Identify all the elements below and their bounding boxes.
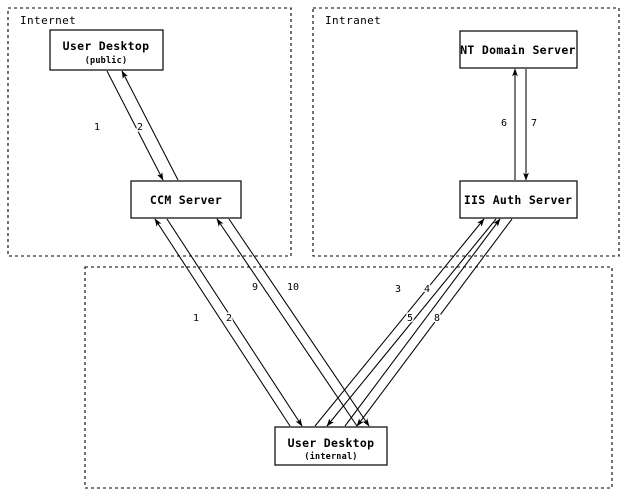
node-subtitle-user-desktop-public: (public)	[85, 55, 128, 66]
flow-label-flow-10: 10	[287, 282, 299, 293]
flow-label-flow-5: 5	[407, 313, 413, 324]
flow-label-halo-flow-5: 5	[407, 313, 413, 324]
node-nt-domain-server: NT Domain Server	[459, 30, 578, 69]
flow-label-halo-flow-10: 10	[287, 282, 299, 293]
flow-label-halo-flow-1-internal: 1	[193, 313, 199, 324]
flow-label-halo-flow-2-public: 2	[137, 122, 143, 133]
node-box-ccm-server	[130, 180, 242, 219]
flow-label-halo-flow-8: 8	[434, 313, 440, 324]
zone-label-intranet: Intranet	[325, 14, 381, 27]
flow-line-flow-2-public	[121, 70, 179, 181]
flow-line-flow-5	[344, 218, 501, 427]
node-title-ccm-server: CCM Server	[150, 193, 222, 207]
node-title-iis-auth-server: IIS Auth Server	[464, 193, 572, 207]
node-box-user-desktop-public	[49, 29, 164, 71]
flow-label-halo-flow-4: 4	[424, 284, 430, 295]
zone-border-internet	[7, 7, 292, 257]
flows-layer	[106, 68, 529, 427]
zones-layer: Internet Intranet	[7, 7, 620, 489]
zone-internet: Internet	[7, 7, 292, 257]
flow-line-flow-1-public	[106, 70, 164, 181]
node-iis-auth-server: IIS Auth Server	[459, 180, 578, 219]
flow-label-flow-4: 4	[424, 284, 430, 295]
flow-label-halo-flow-7: 7	[531, 118, 537, 129]
node-box-nt-domain-server	[459, 30, 578, 69]
flow-label-flow-6: 6	[501, 118, 507, 129]
flow-line-flow-9	[216, 218, 358, 427]
flow-label-flow-3: 3	[395, 284, 401, 295]
flow-line-flow-2-internal	[166, 218, 303, 427]
flow-label-halo-flow-3: 3	[395, 284, 401, 295]
flow-label-flow-2-public: 2	[137, 122, 143, 133]
zone-intranet: Intranet	[312, 7, 620, 257]
node-title-user-desktop-public: User Desktop	[63, 39, 150, 53]
node-title-nt-domain-server: NT Domain Server	[460, 43, 576, 57]
flow-label-halo-flow-6: 6	[501, 118, 507, 129]
flow-line-flow-4	[326, 218, 497, 427]
node-subtitle-user-desktop-internal: (internal)	[304, 451, 357, 462]
flow-label-flow-1-public: 1	[94, 122, 100, 133]
flow-line-flow-10	[228, 218, 370, 427]
node-user-desktop-internal: User Desktop(internal)	[274, 426, 388, 466]
flow-line-flow-3	[314, 218, 485, 427]
nodes-layer: User Desktop (public) CCM Server NT Domain …	[49, 29, 578, 466]
node-box-user-desktop-internal	[274, 426, 388, 466]
flow-label-halo-flow-9: 9	[252, 282, 258, 293]
flow-line-flow-1-internal	[154, 218, 291, 427]
zone-internal	[84, 266, 613, 489]
flow-label-flow-7: 7	[531, 118, 537, 129]
zone-label-internet: Internet	[20, 14, 76, 27]
zone-border-intranet	[312, 7, 620, 257]
flow-label-halo-flow-1-public: 1	[94, 122, 100, 133]
node-box-iis-auth-server	[459, 180, 578, 219]
flow-label-flow-2-internal: 2	[226, 313, 232, 324]
flow-label-flow-1-internal: 1	[193, 313, 199, 324]
flow-label-halo-flow-2-internal: 2	[226, 313, 232, 324]
node-ccm-server: CCM Server	[130, 180, 242, 219]
node-user-desktop-public: User Desktop (public)	[49, 29, 164, 71]
zone-border-internal	[84, 266, 613, 489]
node-title-user-desktop-internal: User Desktop	[288, 436, 375, 450]
flow-label-flow-8: 8	[434, 313, 440, 324]
flow-label-flow-9: 9	[252, 282, 258, 293]
flow-line-flow-8	[356, 218, 513, 427]
